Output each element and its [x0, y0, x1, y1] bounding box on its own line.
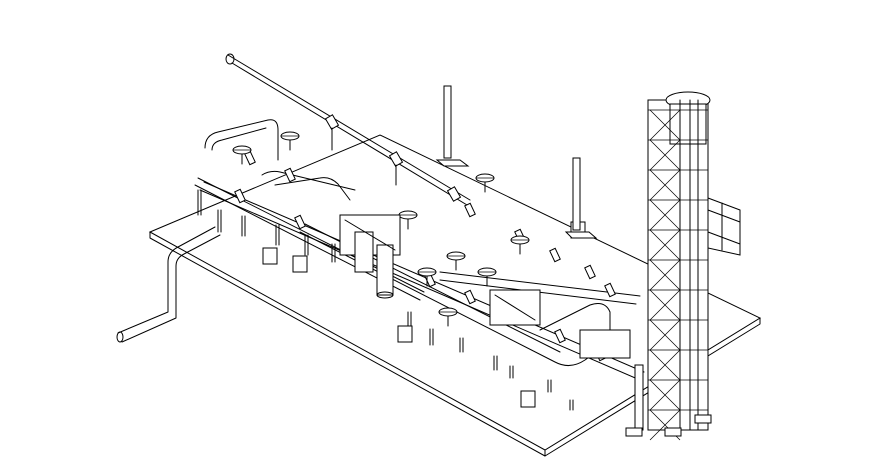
flange	[464, 202, 476, 218]
flange	[294, 214, 306, 230]
flange	[549, 247, 561, 263]
support-footing	[262, 247, 278, 265]
tower-brace	[649, 139, 681, 171]
tower-brace	[649, 289, 681, 321]
tower-brace	[649, 259, 681, 291]
handwheel-valves	[232, 131, 530, 327]
top-long-header	[225, 53, 473, 209]
support-footing	[397, 325, 413, 343]
vertical-column-2	[564, 157, 598, 239]
tower-brace	[649, 349, 681, 381]
vertical-column-1	[435, 85, 470, 167]
lattice-tower	[625, 91, 741, 441]
inlet-pipe-left	[116, 226, 221, 343]
flange	[604, 282, 616, 298]
equipment-cluster	[339, 214, 631, 359]
flange	[234, 188, 246, 204]
flange	[584, 264, 596, 280]
support-footing	[520, 390, 536, 408]
tower-brace	[649, 409, 681, 441]
tower-brace	[649, 169, 681, 201]
flange	[464, 289, 476, 305]
flange	[284, 167, 296, 183]
pipe-supports	[197, 189, 586, 411]
front-header	[199, 170, 645, 381]
tower-brace	[649, 379, 681, 411]
flange	[554, 328, 566, 344]
support-footing	[292, 255, 308, 273]
tower-brace	[649, 319, 681, 351]
tower-brace	[649, 199, 681, 231]
tower-brace	[649, 109, 681, 141]
tower-brace	[649, 229, 681, 261]
